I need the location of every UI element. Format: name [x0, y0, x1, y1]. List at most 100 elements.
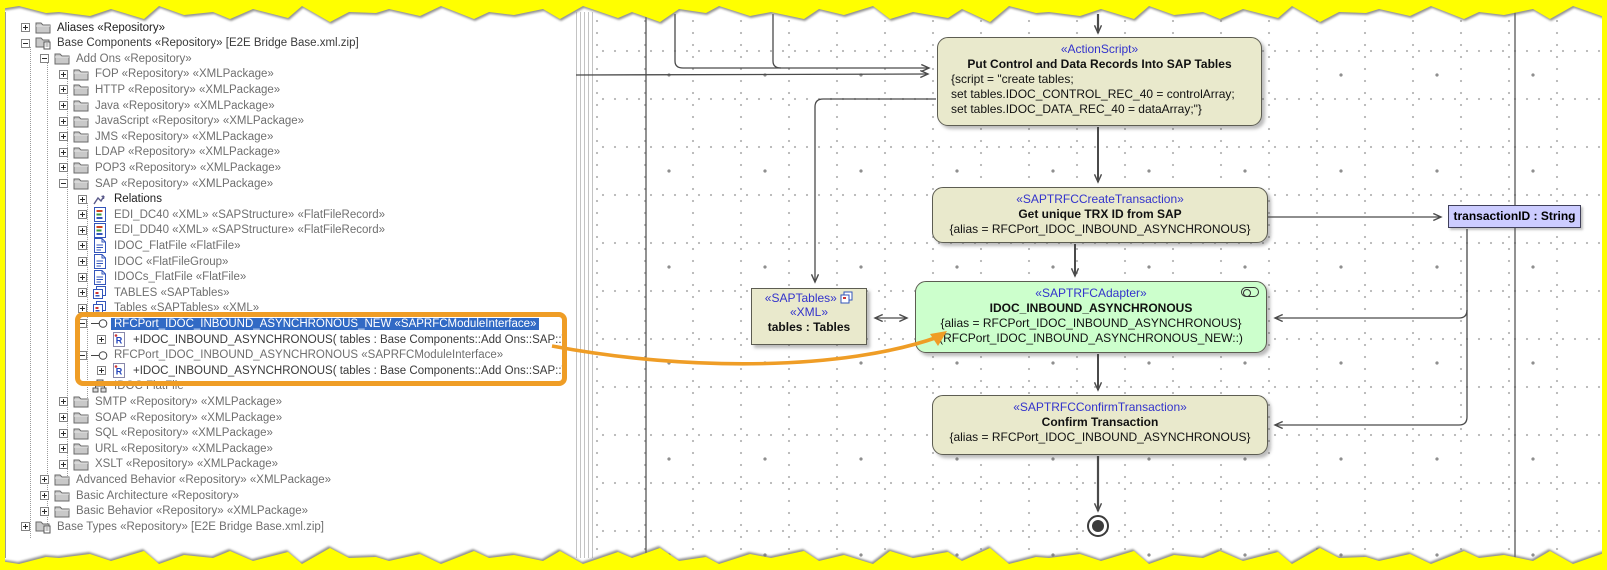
tree-item-label[interactable]: SMTP «Repository» «XMLPackage» [95, 395, 283, 408]
tree-item[interactable]: JMS «Repository» «XMLPackage» [59, 129, 276, 144]
tree-item[interactable]: POP3 «Repository» «XMLPackage» [59, 160, 284, 175]
expand-toggle[interactable] [21, 522, 30, 532]
expand-toggle[interactable] [59, 459, 68, 469]
tree-item-label[interactable]: Tables «SAPTables» «XML» [114, 302, 260, 315]
tree-item[interactable]: R+IDOC_INBOUND_ASYNCHRONOUS( tables : Ba… [97, 363, 566, 379]
expand-toggle[interactable] [97, 366, 106, 376]
tree-item-label[interactable]: Aliases «Repository» [57, 21, 166, 34]
activity-final-node[interactable] [1087, 515, 1109, 537]
tree-item[interactable]: TABLES «SAPTables» [78, 285, 233, 300]
expand-toggle[interactable] [40, 506, 49, 516]
tree-item[interactable]: Add Ons «Repository» [40, 51, 195, 66]
tree-item[interactable]: Base Types «Repository» [E2E Bridge Base… [21, 519, 327, 534]
splitter[interactable] [576, 12, 593, 558]
tree-item-label[interactable]: IDOC FlatFile [114, 380, 184, 393]
expand-toggle[interactable] [59, 132, 68, 142]
tree-item[interactable]: URL «Repository» «XMLPackage» [59, 441, 276, 456]
collapse-toggle[interactable] [78, 319, 87, 329]
tree-item[interactable]: Relations [78, 192, 165, 207]
tree-item-label[interactable]: EDI_DC40 «XML» «SAPStructure» «FlatFileR… [114, 208, 386, 221]
tree-item[interactable]: Base Components «Repository» [E2E Bridge… [21, 36, 362, 51]
tree-item[interactable]: RFCPort_IDOC_INBOUND_ASYNCHRONOUS «SAPRF… [78, 348, 506, 363]
tree-item-label[interactable]: SQL «Repository» «XMLPackage» [95, 427, 273, 440]
tree-item-label[interactable]: HTTP «Repository» «XMLPackage» [95, 83, 281, 96]
expand-toggle[interactable] [40, 475, 49, 485]
expand-toggle[interactable] [59, 116, 68, 126]
tree-item[interactable]: Tables «SAPTables» «XML» [78, 301, 262, 316]
tree-item-label[interactable]: Basic Architecture «Repository» [76, 489, 239, 502]
object-node-tables[interactable]: «SAPTables» «XML» tables : Tables [751, 288, 867, 345]
collapse-toggle[interactable] [59, 179, 68, 188]
tree-item[interactable]: EDI_DD40 «XML» «SAPStructure» «FlatFileR… [78, 222, 388, 238]
tree-item-label[interactable]: IDOCs_FlatFile «FlatFile» [114, 271, 247, 284]
tree-item-label[interactable]: Relations [114, 193, 162, 206]
tree-item-label[interactable]: Java «Repository» «XMLPackage» [95, 99, 275, 112]
tree-item-label[interactable]: URL «Repository» «XMLPackage» [95, 442, 273, 455]
tree-item-label[interactable]: Add Ons «Repository» [76, 52, 192, 65]
expand-toggle[interactable] [59, 444, 68, 454]
action-node-create-transaction[interactable]: «SAPTRFCCreateTransaction» Get unique TR… [932, 187, 1268, 243]
expand-toggle[interactable] [59, 69, 68, 79]
tree-item-label[interactable]: Basic Behavior «Repository» «XMLPackage» [76, 505, 309, 518]
tree-item-label[interactable]: RFCPort_IDOC_INBOUND_ASYNCHRONOUS «SAPRF… [114, 349, 504, 362]
expand-toggle[interactable] [78, 210, 87, 220]
tree-item-label[interactable]: LDAP «Repository» «XMLPackage» [95, 146, 281, 159]
tree-item[interactable]: LDAP «Repository» «XMLPackage» [59, 145, 283, 160]
tree-item-label[interactable]: FOP «Repository» «XMLPackage» [95, 68, 274, 81]
expand-toggle[interactable] [59, 147, 68, 157]
action-node-confirm-transaction[interactable]: «SAPTRFCConfirmTransaction» Confirm Tran… [932, 395, 1268, 455]
tree-item-label[interactable]: IDOC_FlatFile «FlatFile» [114, 239, 241, 252]
tree-item[interactable]: Basic Architecture «Repository» [40, 488, 242, 503]
collapse-toggle[interactable] [21, 38, 30, 48]
expand-toggle[interactable] [78, 272, 87, 282]
tree-item[interactable]: JavaScript «Repository» «XMLPackage» [59, 114, 307, 129]
expand-toggle[interactable] [78, 225, 87, 235]
tree-item-label[interactable]: IDOC «FlatFileGroup» [114, 255, 229, 268]
tree-item-label[interactable]: RFCPort_IDOC_INBOUND_ASYNCHRONOUS_NEW «S… [111, 317, 540, 330]
tree-item[interactable]: Java «Repository» «XMLPackage» [59, 98, 278, 113]
action-node-adapter[interactable]: «SAPTRFCAdapter» IDOC_INBOUND_ASYNCHRONO… [915, 281, 1267, 353]
tree-item[interactable]: Aliases «Repository» [21, 20, 168, 35]
tree-item-label[interactable]: XSLT «Repository» «XMLPackage» [95, 458, 279, 471]
expand-toggle[interactable] [40, 491, 49, 500]
tree-item[interactable]: HTTP «Repository» «XMLPackage» [59, 82, 283, 97]
containment-tree[interactable]: Aliases «Repository» Base Components «Rep… [6, 12, 566, 558]
tree-item-label[interactable]: TABLES «SAPTables» [114, 286, 230, 299]
tree-item-label[interactable]: Base Types «Repository» [E2E Bridge Base… [57, 520, 324, 533]
tree-item[interactable]: EDI_DC40 «XML» «SAPStructure» «FlatFileR… [78, 207, 388, 223]
expand-toggle[interactable] [78, 194, 87, 204]
tree-item[interactable]: Advanced Behavior «Repository» «XMLPacka… [40, 472, 334, 487]
tree-item[interactable]: SQL «Repository» «XMLPackage» [59, 426, 276, 441]
tree-item[interactable]: FOP «Repository» «XMLPackage» [59, 67, 277, 82]
expand-toggle[interactable] [59, 428, 68, 438]
expand-toggle[interactable] [59, 397, 68, 407]
tree-item[interactable]: XSLT «Repository» «XMLPackage» [59, 457, 281, 472]
expand-toggle[interactable] [21, 23, 30, 32]
expand-toggle[interactable] [78, 241, 87, 251]
expand-toggle[interactable] [97, 335, 106, 344]
expand-toggle[interactable] [59, 163, 68, 173]
tree-item-label[interactable]: +IDOC_INBOUND_ASYNCHRONOUS( tables : Bas… [133, 333, 566, 346]
expand-toggle[interactable] [78, 257, 87, 266]
collapse-toggle[interactable] [40, 54, 49, 64]
action-node-put-records[interactable]: «ActionScript» Put Control and Data Reco… [937, 37, 1262, 126]
tree-item-label[interactable]: Advanced Behavior «Repository» «XMLPacka… [76, 473, 332, 486]
tree-item[interactable]: IDOC FlatFile [78, 379, 187, 394]
tree-item-label[interactable]: EDI_DD40 «XML» «SAPStructure» «FlatFileR… [114, 224, 386, 237]
tree-item[interactable]: SAP «Repository» «XMLPackage» [59, 176, 276, 191]
tree-item-label[interactable]: Base Components «Repository» [E2E Bridge… [57, 37, 359, 50]
expand-toggle[interactable] [59, 413, 68, 422]
tree-item[interactable]: R+IDOC_INBOUND_ASYNCHRONOUS( tables : Ba… [97, 332, 566, 347]
tree-item-label[interactable]: SOAP «Repository» «XMLPackage» [95, 411, 283, 424]
tree-item-label[interactable]: POP3 «Repository» «XMLPackage» [95, 161, 282, 174]
tree-item-label[interactable]: +IDOC_INBOUND_ASYNCHRONOUS( tables : Bas… [133, 364, 566, 377]
collapse-toggle[interactable] [78, 350, 87, 360]
tree-item-label[interactable]: SAP «Repository» «XMLPackage» [95, 177, 274, 190]
expand-toggle[interactable] [78, 288, 87, 298]
tree-item-label[interactable]: JMS «Repository» «XMLPackage» [95, 130, 274, 143]
tree-item-label[interactable]: JavaScript «Repository» «XMLPackage» [95, 115, 305, 128]
tree-item[interactable]: IDOCs_FlatFile «FlatFile» [78, 269, 249, 285]
tree-item[interactable]: Basic Behavior «Repository» «XMLPackage» [40, 504, 311, 519]
tree-item[interactable]: IDOC_FlatFile «FlatFile» [78, 238, 244, 254]
object-node-transaction-id[interactable]: transactionID : String [1448, 205, 1581, 228]
